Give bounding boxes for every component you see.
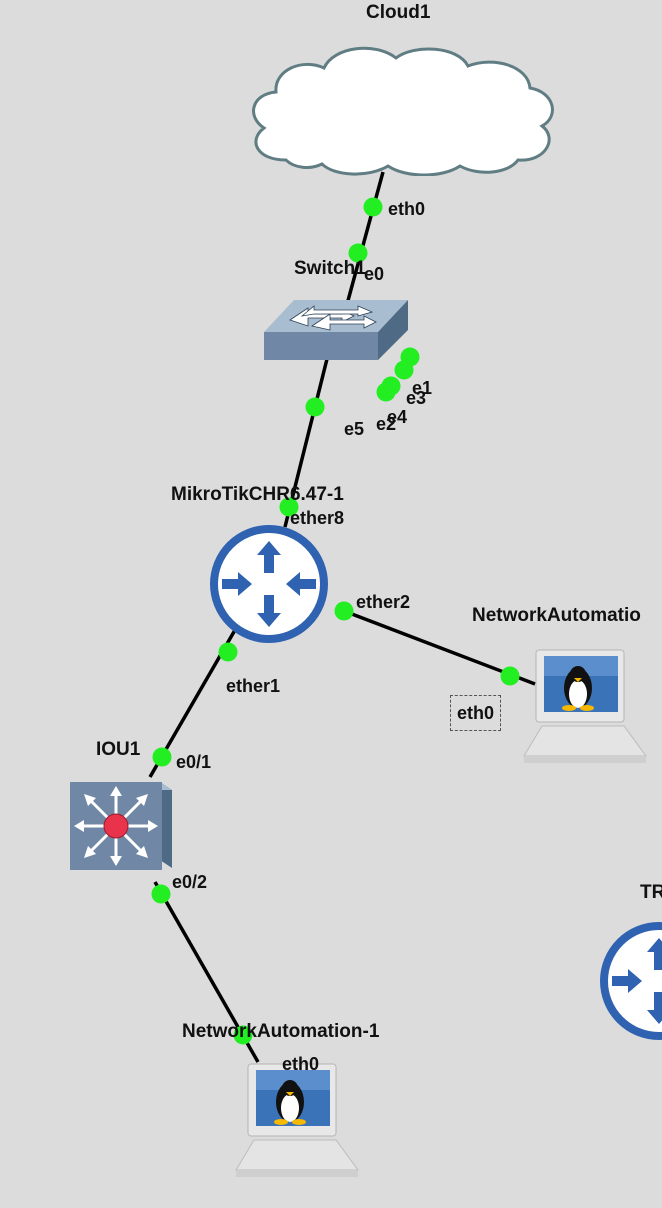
ethernet-switch-icon <box>264 300 408 360</box>
port-dot-netautomation1-eth0[interactable] <box>233 1025 253 1045</box>
netautomation-label[interactable]: NetworkAutomatio <box>472 605 641 626</box>
port-dot-mikrotik-ether2[interactable] <box>334 601 354 621</box>
port-label-mikrotik-ether8: ether8 <box>290 508 345 528</box>
port-dot-switch-e3[interactable] <box>394 360 414 380</box>
port-dot-switch-e0[interactable] <box>348 243 368 263</box>
port-label-switch-e1: e1 <box>412 378 433 398</box>
switch-node[interactable] <box>262 296 410 362</box>
port-label-switch-e0: e0 <box>364 264 385 284</box>
port-dot-netautomation-eth0[interactable] <box>500 666 520 686</box>
port-dot-switch-e2[interactable] <box>376 382 396 402</box>
port-label-mikrotik-ether2: ether2 <box>356 592 411 612</box>
port-label-mikrotik-ether1: ether1 <box>226 676 281 696</box>
port-label-switch-e4: e4 <box>387 407 408 427</box>
netautomation1-label[interactable]: NetworkAutomation-1 <box>182 1021 380 1042</box>
port-label-iou-e01: e0/1 <box>176 752 212 772</box>
mikrotik-label[interactable]: MikroTikCHR6.47-1 <box>171 484 344 505</box>
port-label-switch-e2: e2 <box>376 414 397 434</box>
cloud-node[interactable] <box>246 42 558 177</box>
port-dot-iou-e01[interactable] <box>152 747 172 767</box>
port-label-switch-e5: e5 <box>344 419 365 439</box>
cloud-label[interactable]: Cloud1 <box>366 2 431 23</box>
tr-label[interactable]: TR <box>640 882 662 903</box>
iou-node[interactable] <box>68 780 174 872</box>
multilayer-switch-icon <box>70 782 172 870</box>
router-node-mikrotik[interactable] <box>208 523 330 645</box>
port-dot-mikrotik-ether1[interactable] <box>218 642 238 662</box>
switch-label[interactable]: Switch1 <box>294 258 366 279</box>
router-icon <box>210 525 328 643</box>
router-icon <box>600 922 662 1040</box>
host-node-netautomation1[interactable] <box>232 1062 362 1180</box>
port-label-cloud-eth0: eth0 <box>388 199 426 219</box>
port-dot-switch-e5[interactable] <box>305 397 325 417</box>
port-label-iou-e02: e0/2 <box>172 872 208 892</box>
cloud-icon <box>252 46 554 177</box>
port-label-netautomation1-eth0: eth0 <box>282 1054 320 1074</box>
linux-host-icon <box>523 649 647 763</box>
port-label-switch-e3: e3 <box>406 388 427 408</box>
port-dot-cloud-eth0[interactable] <box>363 197 383 217</box>
router-node-tr[interactable] <box>598 920 662 1042</box>
linux-host-icon <box>235 1063 359 1177</box>
iou-label[interactable]: IOU1 <box>96 739 141 760</box>
port-dot-iou-e02[interactable] <box>151 884 171 904</box>
port-dot-mikrotik-ether8[interactable] <box>279 497 299 517</box>
host-node-netautomation[interactable] <box>520 648 650 766</box>
port-label-netautomation-eth0: eth0 <box>450 695 502 731</box>
